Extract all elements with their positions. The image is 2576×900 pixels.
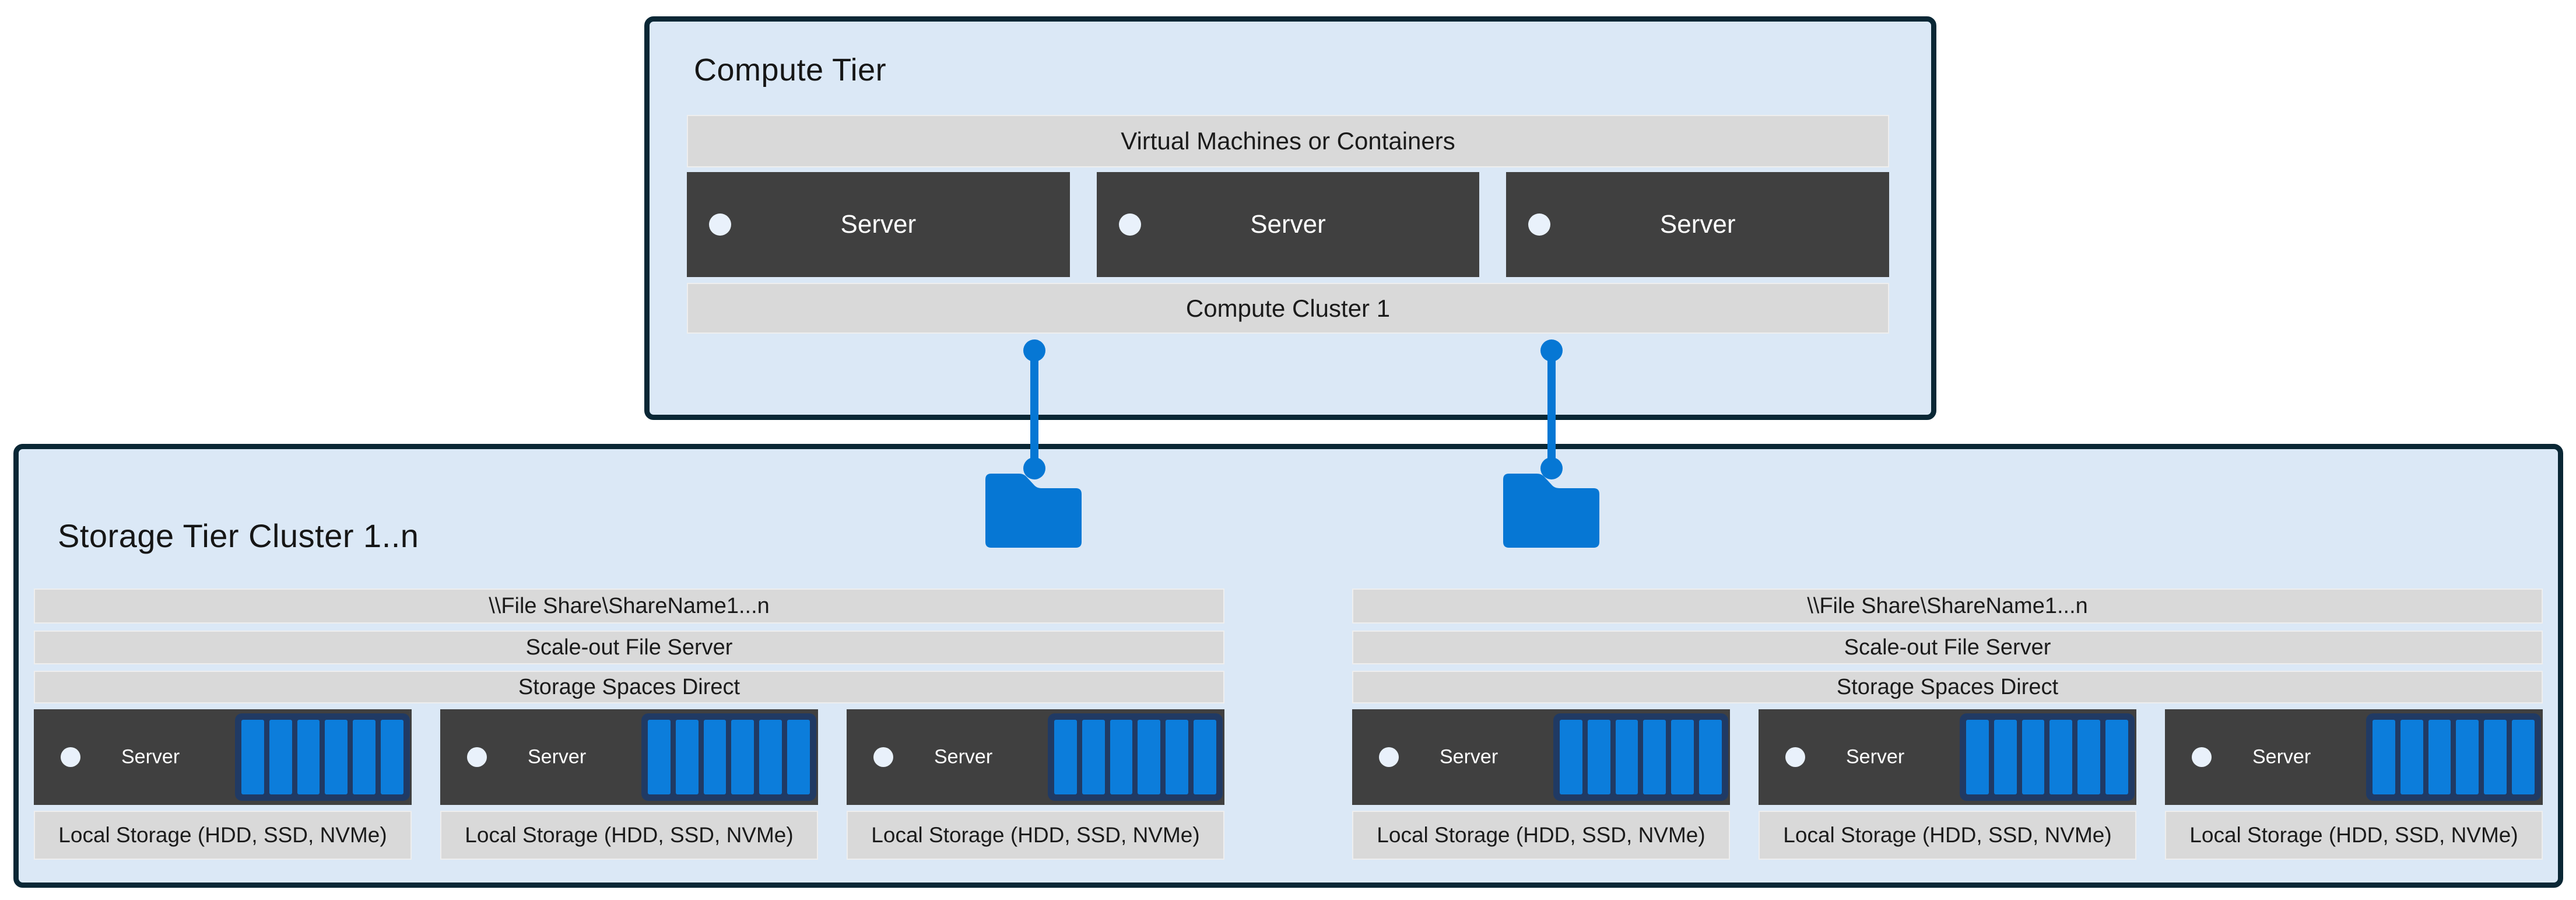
connector-line [1547,351,1556,468]
server-label: Server [1846,745,1905,768]
local-storage-label: Local Storage (HDD, SSD, NVMe) [465,823,794,847]
connector-line-icon [1540,339,1563,481]
disk-array-icon [2366,713,2541,801]
storage-server-row: Server Local Storage (HDD, SSD, NVMe) Se… [34,709,1224,860]
file-share-bar: \\File Share\ShareName1...n [34,589,1224,624]
connector-line-icon [1023,339,1045,481]
storage-spaces-direct-bar: Storage Spaces Direct [1352,671,2543,703]
led-circle-icon [1528,213,1551,236]
compute-tier-box: Compute Tier Virtual Machines or Contain… [644,16,1936,420]
storage-server-2: Server [1759,709,2136,805]
server-label: Server [2252,745,2311,768]
vm-containers-label: Virtual Machines or Containers [1121,127,1455,155]
file-share-label: \\File Share\ShareName1...n [1807,593,2088,618]
storage-server-2: Server [440,709,818,805]
compute-server-2: Server [1096,172,1480,277]
scale-out-file-server-label: Scale-out File Server [1844,635,2051,660]
compute-server-3: Server [1506,172,1890,277]
storage-server-3: Server [847,709,1224,805]
compute-cluster-label: Compute Cluster 1 [1185,294,1391,322]
compute-cluster-bar: Compute Cluster 1 [687,283,1889,334]
folder-icon [985,470,1082,548]
local-storage-bar: Local Storage (HDD, SSD, NVMe) [440,811,818,860]
led-circle-icon [2192,747,2212,767]
led-circle-icon [1785,747,1805,767]
server-label: Server [528,745,587,768]
led-circle-icon [709,213,731,236]
server-label: Server [1250,210,1326,239]
storage-group-2: \\File Share\ShareName1...n Scale-out Fi… [1352,589,2543,860]
server-label: Server [934,745,993,768]
led-circle-icon [467,747,487,767]
file-share-bar: \\File Share\ShareName1...n [1352,589,2543,624]
server-label: Server [840,210,917,239]
storage-group-1: \\File Share\ShareName1...n Scale-out Fi… [34,589,1224,860]
local-storage-label: Local Storage (HDD, SSD, NVMe) [1783,823,2112,847]
storage-spaces-direct-bar: Storage Spaces Direct [34,671,1224,703]
disk-array-icon [1960,713,2135,801]
disk-array-icon [1048,713,1223,801]
local-storage-label: Local Storage (HDD, SSD, NVMe) [58,823,387,847]
connector-dot-icon [1540,457,1563,479]
storage-server-column: Server Local Storage (HDD, SSD, NVMe) [1759,709,2136,860]
storage-server-column: Server Local Storage (HDD, SSD, NVMe) [2165,709,2543,860]
local-storage-label: Local Storage (HDD, SSD, NVMe) [1377,823,1705,847]
compute-tier-title: Compute Tier [694,52,887,87]
disk-array-icon [641,713,816,801]
compute-server-row: Server Server Server [687,172,1890,277]
local-storage-label: Local Storage (HDD, SSD, NVMe) [871,823,1200,847]
local-storage-bar: Local Storage (HDD, SSD, NVMe) [1352,811,1730,860]
storage-tier-title: Storage Tier Cluster 1..n [58,517,419,554]
scale-out-file-server-bar: Scale-out File Server [34,631,1224,664]
storage-spaces-direct-label: Storage Spaces Direct [518,674,740,699]
folder-icon [1503,470,1599,548]
storage-server-1: Server [34,709,412,805]
disk-array-icon [1553,713,1728,801]
storage-server-column: Server Local Storage (HDD, SSD, NVMe) [34,709,412,860]
scale-out-file-server-label: Scale-out File Server [525,635,733,660]
storage-tier-box: Storage Tier Cluster 1..n \\File Share\S… [13,444,2563,888]
server-label: Server [1659,210,1736,239]
storage-server-1: Server [1352,709,1730,805]
local-storage-bar: Local Storage (HDD, SSD, NVMe) [847,811,1224,860]
led-circle-icon [1118,213,1141,236]
scale-out-file-server-bar: Scale-out File Server [1352,631,2543,664]
compute-server-1: Server [687,172,1070,277]
storage-server-column: Server Local Storage (HDD, SSD, NVMe) [847,709,1224,860]
storage-server-3: Server [2165,709,2543,805]
file-share-label: \\File Share\ShareName1...n [489,593,770,618]
storage-server-column: Server Local Storage (HDD, SSD, NVMe) [440,709,818,860]
connector-line [1030,351,1038,468]
server-label: Server [1440,745,1498,768]
compute-tier-content: Virtual Machines or Containers Server Se… [687,115,1890,334]
server-label: Server [121,745,180,768]
connector-dot-icon [1023,457,1045,479]
led-circle-icon [873,747,893,767]
storage-server-row: Server Local Storage (HDD, SSD, NVMe) Se… [1352,709,2543,860]
local-storage-label: Local Storage (HDD, SSD, NVMe) [2189,823,2518,847]
storage-server-column: Server Local Storage (HDD, SSD, NVMe) [1352,709,1730,860]
local-storage-bar: Local Storage (HDD, SSD, NVMe) [2165,811,2543,860]
local-storage-bar: Local Storage (HDD, SSD, NVMe) [34,811,412,860]
local-storage-bar: Local Storage (HDD, SSD, NVMe) [1759,811,2136,860]
vm-containers-bar: Virtual Machines or Containers [687,115,1889,167]
led-circle-icon [61,747,80,767]
disk-array-icon [235,713,410,801]
storage-spaces-direct-label: Storage Spaces Direct [1836,674,2059,699]
led-circle-icon [1379,747,1399,767]
